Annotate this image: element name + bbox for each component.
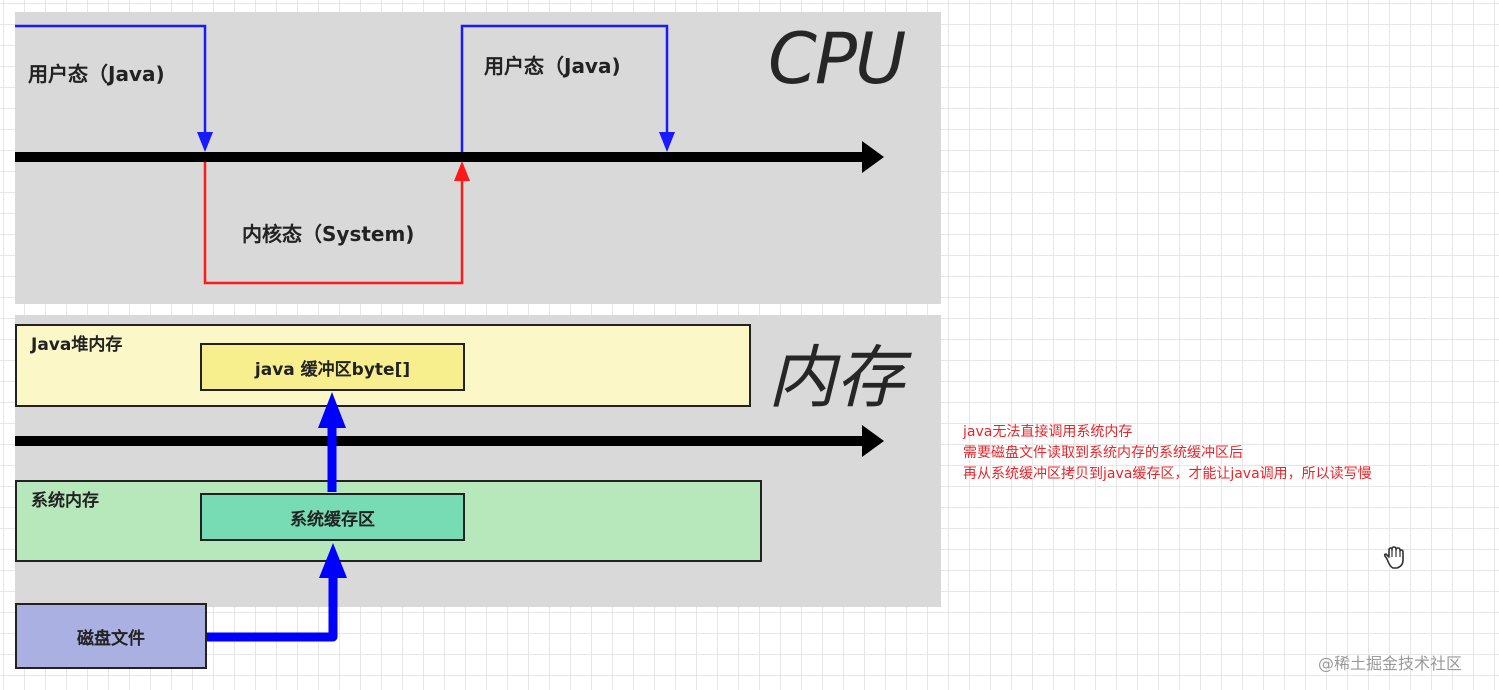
note-line: 需要磁盘文件读取到系统内存的系统缓冲区后: [963, 445, 1243, 461]
system-buffer-label: 系统缓存区: [290, 509, 375, 530]
java-heap-box: Java堆内存: [15, 324, 751, 407]
user-mode-label-1: 用户态（Java): [28, 62, 165, 86]
system-buffer-box: 系统缓存区: [200, 493, 465, 541]
hand-cursor-icon: [1383, 546, 1404, 569]
disk-file-box: 磁盘文件: [15, 603, 207, 669]
user-mode-label-2: 用户态（Java): [484, 54, 621, 78]
java-buffer-label: java 缓冲区byte[]: [254, 359, 411, 380]
kernel-mode-label: 内核态（System): [242, 222, 415, 246]
system-memory-label: 系统内存: [31, 491, 99, 511]
java-heap-label: Java堆内存: [31, 335, 123, 355]
watermark: @稀土掘金技术社区: [1318, 654, 1463, 673]
cpu-title: CPU: [768, 18, 906, 100]
disk-file-label: 磁盘文件: [77, 628, 145, 649]
java-buffer-box: java 缓冲区byte[]: [200, 343, 465, 391]
explanation-note: java无法直接调用系统内存 需要磁盘文件读取到系统内存的系统缓冲区后 再从系统…: [963, 422, 1372, 485]
note-line: java无法直接调用系统内存: [963, 424, 1133, 440]
note-line: 再从系统缓冲区拷贝到java缓存区，才能让java调用，所以读写慢: [963, 466, 1372, 482]
memory-title: 内存: [768, 339, 905, 418]
